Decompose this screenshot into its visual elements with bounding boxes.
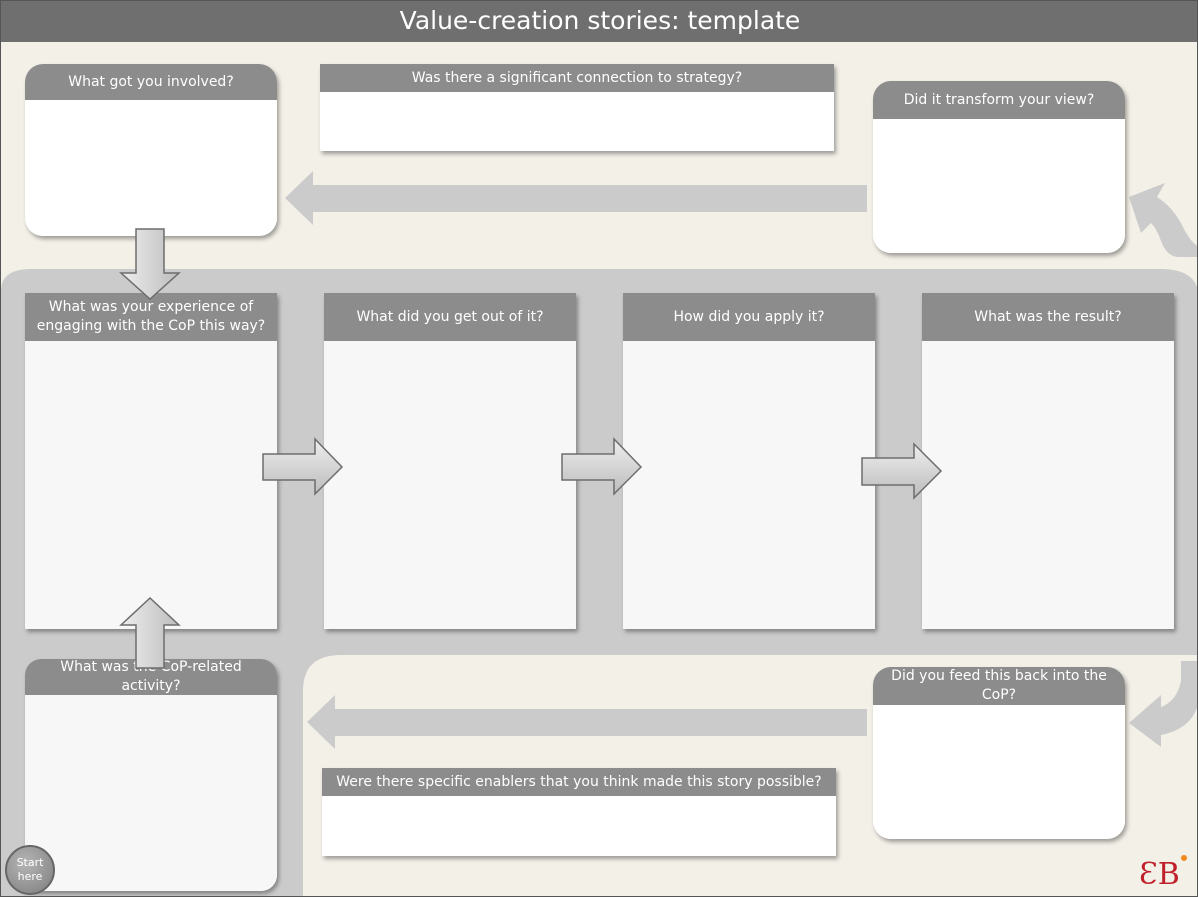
box-header: What did you get out of it?	[324, 293, 576, 341]
arrow-right-icon	[262, 437, 344, 496]
arrow-up-icon	[119, 596, 181, 669]
answer-area[interactable]	[322, 796, 836, 856]
box-cop-activity: What was the CoP-related activity?	[25, 659, 277, 891]
arrow-down-icon	[119, 228, 181, 301]
box-specific-enablers: Were there specific enablers that you th…	[322, 768, 836, 856]
box-connection-to-strategy: Was there a significant connection to st…	[320, 64, 834, 151]
box-what-was-result: What was the result?	[922, 293, 1174, 629]
company-logo: ƐB	[1139, 855, 1187, 889]
box-header: Did you feed this back into the CoP?	[873, 667, 1125, 705]
svg-text:ƐB: ƐB	[1139, 857, 1180, 889]
box-experience-engaging: What was your experience of engaging wit…	[25, 293, 277, 629]
box-header: What was your experience of engaging wit…	[25, 293, 277, 341]
answer-area[interactable]	[324, 341, 576, 629]
start-here-button[interactable]: Start here	[5, 845, 55, 895]
box-header: Were there specific enablers that you th…	[322, 768, 836, 796]
answer-area[interactable]	[873, 705, 1125, 839]
flow-track-shape	[1, 269, 1197, 896]
answer-area[interactable]	[320, 92, 834, 151]
box-what-got-you-involved: What got you involved?	[25, 64, 277, 236]
box-header: Did it transform your view?	[873, 81, 1125, 119]
box-header: Was there a significant connection to st…	[320, 64, 834, 92]
box-what-did-you-get: What did you get out of it?	[324, 293, 576, 629]
answer-area[interactable]	[922, 341, 1174, 629]
answer-area[interactable]	[25, 100, 277, 236]
box-transform-your-view: Did it transform your view?	[873, 81, 1125, 253]
box-feed-back-into-cop: Did you feed this back into the CoP?	[873, 667, 1125, 839]
answer-area[interactable]	[25, 695, 277, 891]
bottom-return-arrow	[307, 695, 867, 749]
page-title: Value-creation stories: template	[1, 1, 1197, 42]
box-header: What was the result?	[922, 293, 1174, 341]
arrow-right-icon	[861, 442, 943, 500]
answer-area[interactable]	[623, 341, 875, 629]
right-curve-arrow-up	[1129, 183, 1197, 257]
right-curve-arrow-down	[1129, 661, 1197, 747]
box-header: What got you involved?	[25, 64, 277, 100]
answer-area[interactable]	[25, 341, 277, 629]
arrow-right-icon	[561, 437, 643, 496]
answer-area[interactable]	[873, 119, 1125, 253]
top-return-arrow	[285, 171, 867, 225]
box-how-did-you-apply: How did you apply it?	[623, 293, 875, 629]
box-header: How did you apply it?	[623, 293, 875, 341]
